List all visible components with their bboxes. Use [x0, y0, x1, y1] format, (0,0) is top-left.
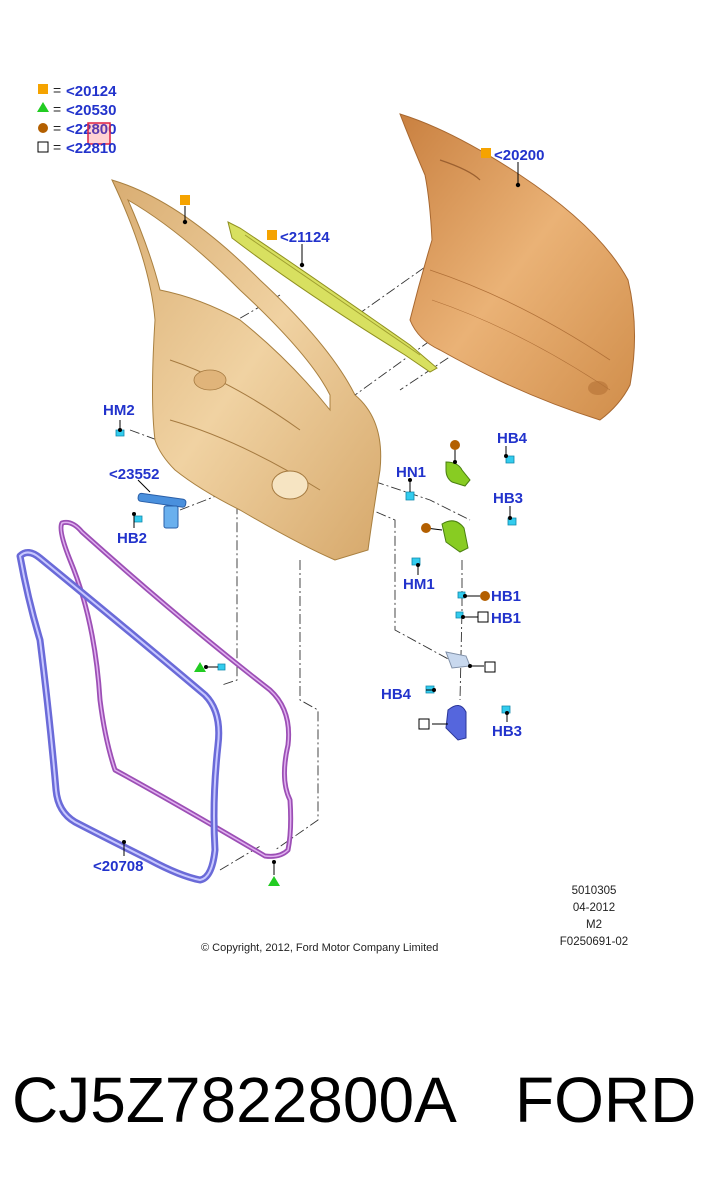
- weatherstrip-inner: [58, 519, 294, 859]
- outer-door-panel: [399, 113, 636, 421]
- inner-door-frame: [111, 179, 382, 561]
- part-footer: CJ5Z7822800A FORD: [12, 1068, 702, 1158]
- callout-20200: <20200: [494, 147, 544, 164]
- reinforcement-bar: [227, 221, 438, 373]
- callout-hb4-top: HB4: [497, 430, 528, 447]
- leader-lines: [119, 162, 519, 875]
- marker-triangle-seal-clip: [194, 662, 206, 672]
- legend-eq-2: =: [53, 101, 61, 117]
- blue-hinge: [445, 705, 467, 741]
- weatherstrip-outer: [16, 549, 223, 884]
- legend-label-1: <20124: [66, 83, 117, 100]
- legend-brown-circle-icon: [38, 123, 48, 133]
- drawing-model: M2: [586, 919, 602, 931]
- legend-label-3: <22800: [66, 121, 116, 138]
- marker-open-square-bracket: [484, 661, 496, 673]
- legend: = <20124 = <20530 = <22800 = <22810: [37, 82, 117, 157]
- exploded-door-diagram: = <20124 = <20530 = <22800 = <22810: [16, 82, 636, 886]
- marker-square-frame: [180, 195, 190, 205]
- copyright-text: © Copyright, 2012, Ford Motor Company Li…: [201, 942, 439, 954]
- door-check-strap: [137, 492, 187, 529]
- fastener-hn1: [405, 491, 415, 501]
- check-bracket: [445, 651, 471, 669]
- lower-hinge: [441, 520, 469, 553]
- marker-circle-hb1: [480, 591, 490, 601]
- drawing-id: 5010305: [571, 885, 617, 897]
- drawing-date: 04-2012: [572, 902, 616, 914]
- drawing-meta: 5010305 04-2012 M2 F0250691-02: [552, 885, 636, 953]
- leader-dots: [118, 182, 521, 864]
- fastener-hb2: [133, 515, 143, 523]
- fastener-hb4-top: [505, 455, 515, 464]
- callout-hb3-top: HB3: [493, 490, 523, 507]
- callout-hb2: HB2: [117, 530, 147, 547]
- brand-name: FORD: [515, 1064, 697, 1136]
- legend-orange-square-icon: [38, 84, 48, 94]
- marker-circle-upper-hinge: [450, 440, 460, 450]
- marker-triangle-seal: [268, 876, 280, 886]
- highlight-box: [87, 122, 111, 145]
- legend-label-4: <22810: [66, 140, 116, 157]
- legend-green-triangle-icon: [37, 102, 49, 112]
- marker-square-20200: [481, 148, 491, 158]
- legend-eq-3: =: [53, 120, 61, 136]
- marker-square-21124: [267, 230, 277, 240]
- callout-20708: <20708: [93, 858, 143, 875]
- callout-hb1-a: HB1: [491, 588, 521, 605]
- callout-21124: <21124: [280, 229, 330, 246]
- fastener-hb3-bot: [501, 705, 511, 714]
- legend-eq-1: =: [53, 82, 61, 98]
- callout-hb4-bot: HB4: [381, 686, 412, 703]
- drawing-ref: F0250691-02: [559, 936, 629, 948]
- callout-23552: <23552: [109, 466, 159, 483]
- marker-open-square-blue-hinge: [418, 718, 430, 730]
- fastener-seal-clip: [217, 663, 226, 671]
- callout-hm1: HM1: [403, 576, 435, 593]
- fasteners: [115, 429, 517, 714]
- callout-hn1: HN1: [396, 464, 426, 481]
- legend-open-square-icon: [37, 141, 49, 153]
- callout-hb1-b: HB1: [491, 610, 521, 627]
- symbol-markers: [180, 148, 496, 886]
- marker-open-square-hb1: [477, 611, 489, 623]
- callout-hb3-bot: HB3: [492, 723, 522, 740]
- legend-label-2: <20530: [66, 102, 116, 119]
- callout-labels: <20200 <21124 HM2 <23552 HB2 HN1 HB4 HB3…: [93, 147, 544, 875]
- marker-circle-lower-hinge: [421, 523, 431, 533]
- upper-hinge: [445, 461, 471, 487]
- part-number: CJ5Z7822800A: [12, 1064, 457, 1136]
- legend-eq-4: =: [53, 139, 61, 155]
- callout-hm2: HM2: [103, 402, 135, 419]
